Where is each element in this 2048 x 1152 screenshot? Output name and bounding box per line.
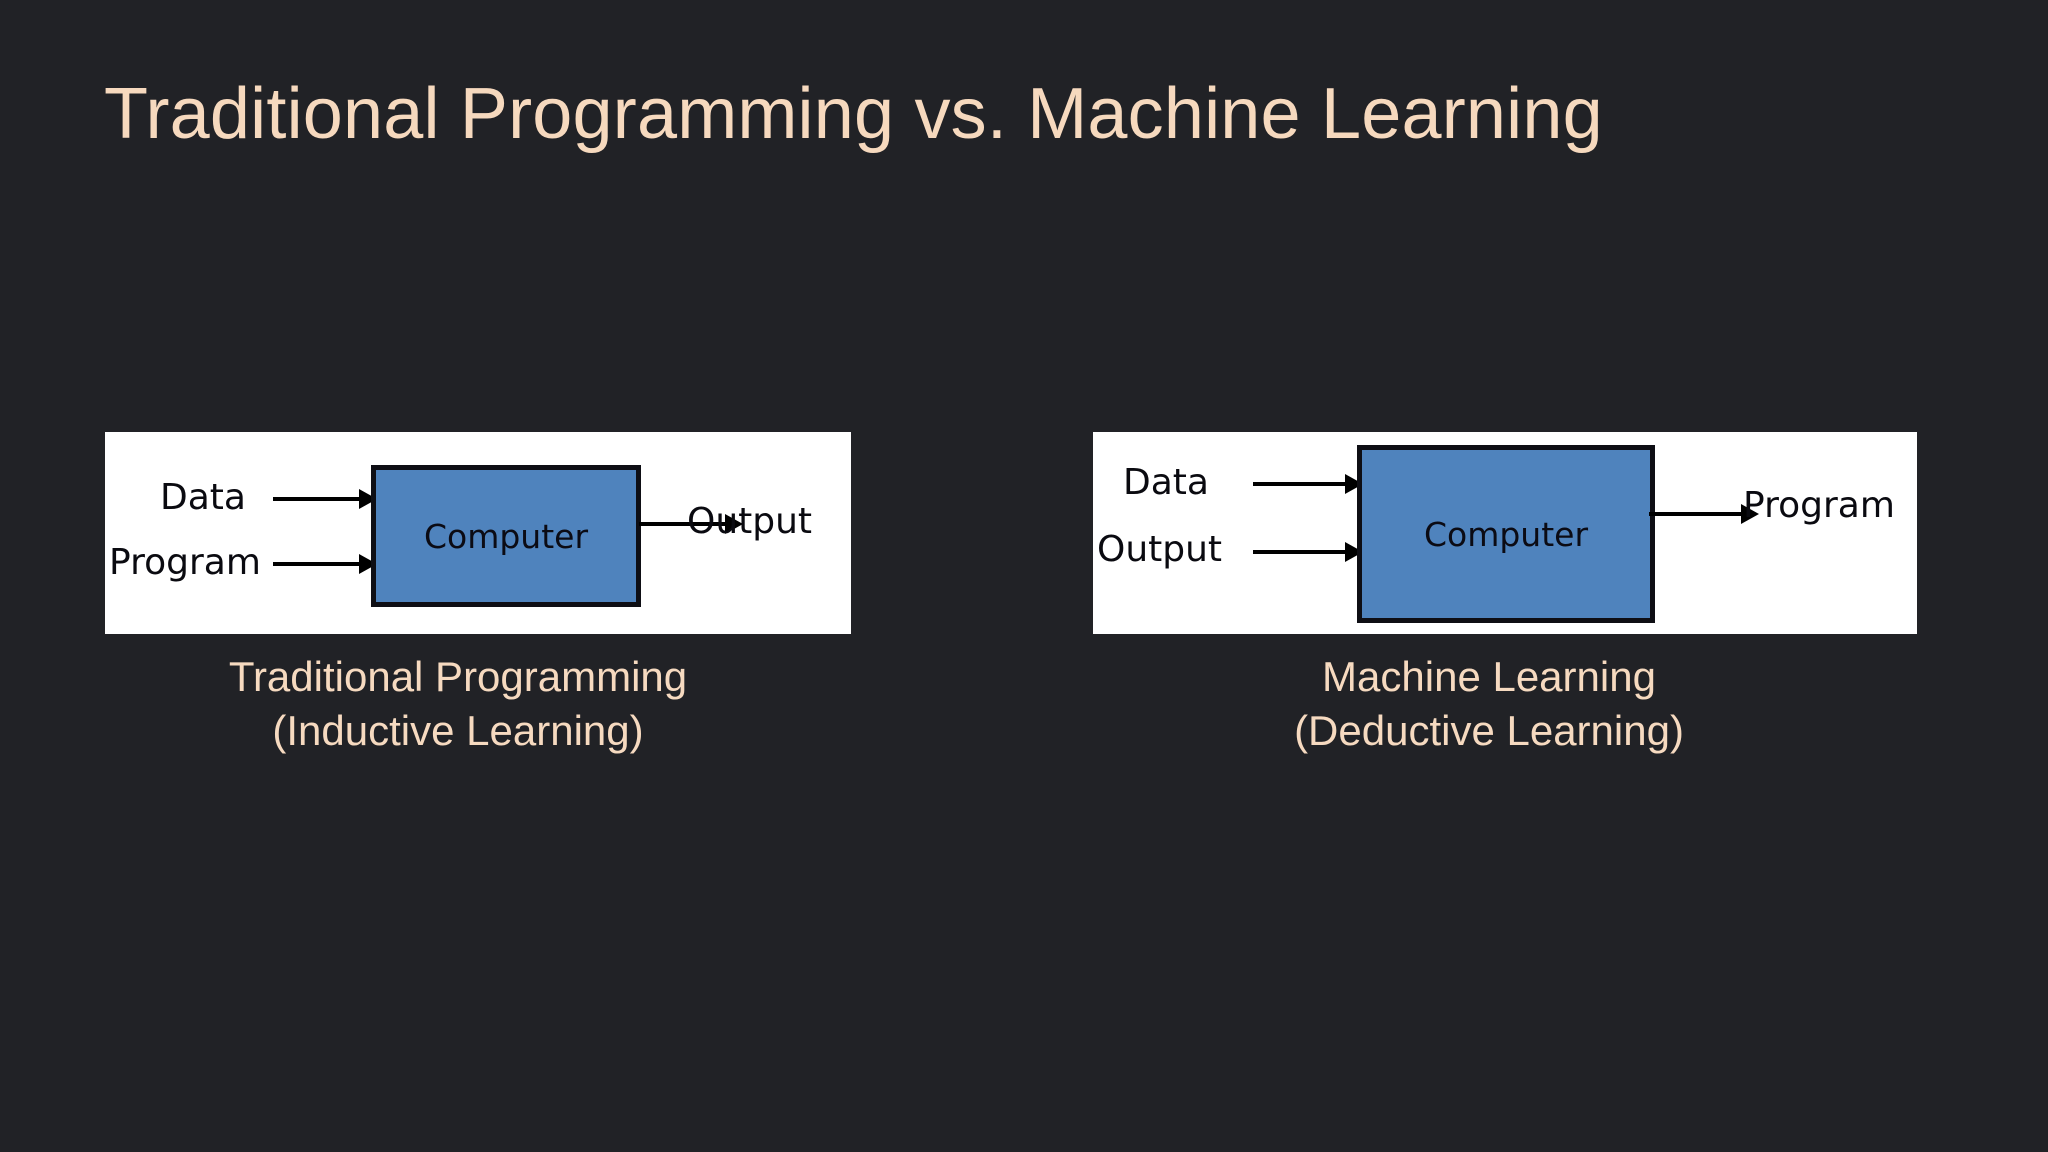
- panel-caption-line-2: (Inductive Learning): [272, 706, 644, 754]
- flow-label-input-data: Data: [160, 477, 246, 518]
- process-box-computer: Computer: [1357, 445, 1655, 623]
- panel-traditional-programming: Data Program Computer: [105, 432, 851, 754]
- panel-caption-line-1: Machine Learning: [1322, 653, 1656, 700]
- flow-label-output-output: Output: [687, 501, 813, 542]
- diagram-card-traditional-programming: Data Program Computer: [105, 432, 851, 634]
- flow-label-input-data: Data: [1123, 462, 1209, 503]
- page-title: Traditional Programming vs. Machine Lear…: [104, 74, 1603, 154]
- process-box-label: Computer: [423, 516, 589, 556]
- diagram-card-machine-learning: Data Output Computer P: [1093, 432, 1917, 634]
- panel-caption-line-1: Traditional Programming: [228, 653, 688, 700]
- panel-caption-traditional-programming: Traditional Programming (Inductive Learn…: [85, 650, 831, 758]
- panel-caption-machine-learning: Machine Learning (Deductive Learning): [1077, 650, 1901, 758]
- panel-caption-line-2: (Deductive Learning): [1294, 706, 1684, 754]
- process-box-computer: Computer: [371, 465, 641, 607]
- panel-machine-learning: Data Output Computer P: [1093, 432, 1917, 754]
- flow-label-input-output: Output: [1097, 529, 1223, 570]
- flow-label-output-program: Program: [1743, 485, 1895, 526]
- flow-label-input-program: Program: [109, 542, 261, 583]
- process-box-label: Computer: [1423, 514, 1589, 554]
